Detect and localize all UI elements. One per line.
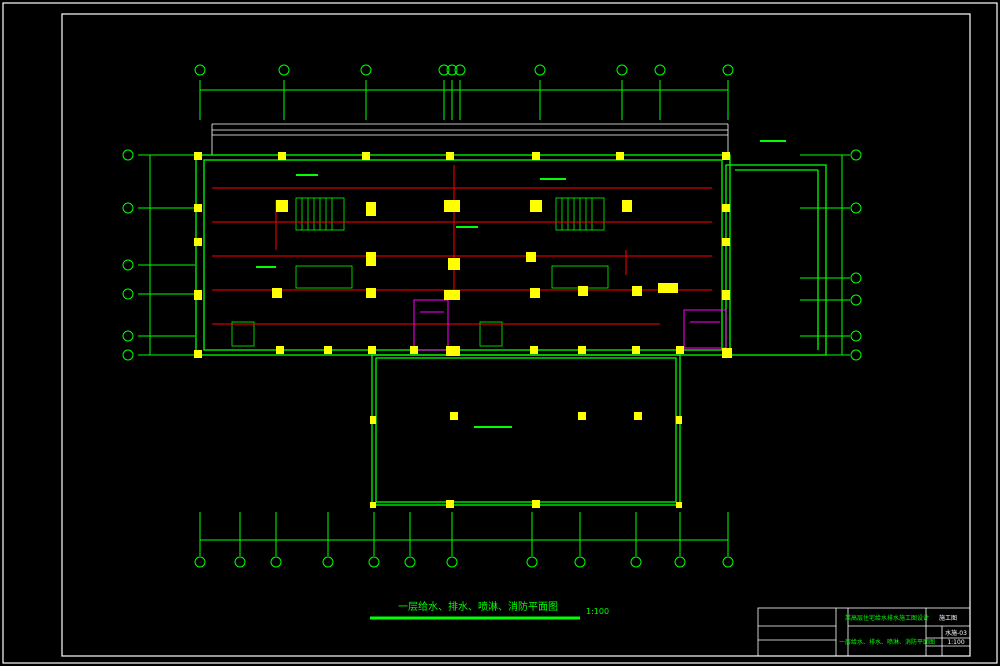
bottom-dimension-line — [199, 512, 729, 556]
water-pipes — [212, 165, 712, 325]
top-dimension-line — [199, 80, 729, 120]
sheet-scale: 1:100 — [947, 639, 964, 646]
pipe-labels — [256, 140, 786, 428]
structural-columns — [194, 152, 732, 508]
canopy-lines — [211, 123, 729, 155]
project-name: 某高层住宅给水排水施工图设计 — [845, 614, 929, 622]
sanitary-fixtures — [413, 299, 727, 351]
drawing-scale: 1:100 — [586, 607, 609, 616]
design-stage: 施工图 — [939, 614, 957, 622]
bottom-axis-markers — [194, 556, 734, 568]
building-walls — [195, 154, 827, 506]
title-block — [757, 607, 971, 657]
inner-frame — [61, 13, 971, 657]
sheet-number: 水施-03 — [945, 629, 967, 637]
drawing-title: 一层给水、排水、喷淋、消防平面图 — [398, 600, 558, 613]
sheet-drawing-name: 一层给水、排水、喷淋、消防平面图 — [839, 638, 935, 646]
left-dimension-line — [122, 149, 195, 361]
right-dimension-line — [800, 149, 862, 361]
top-axis-markers — [194, 64, 734, 76]
